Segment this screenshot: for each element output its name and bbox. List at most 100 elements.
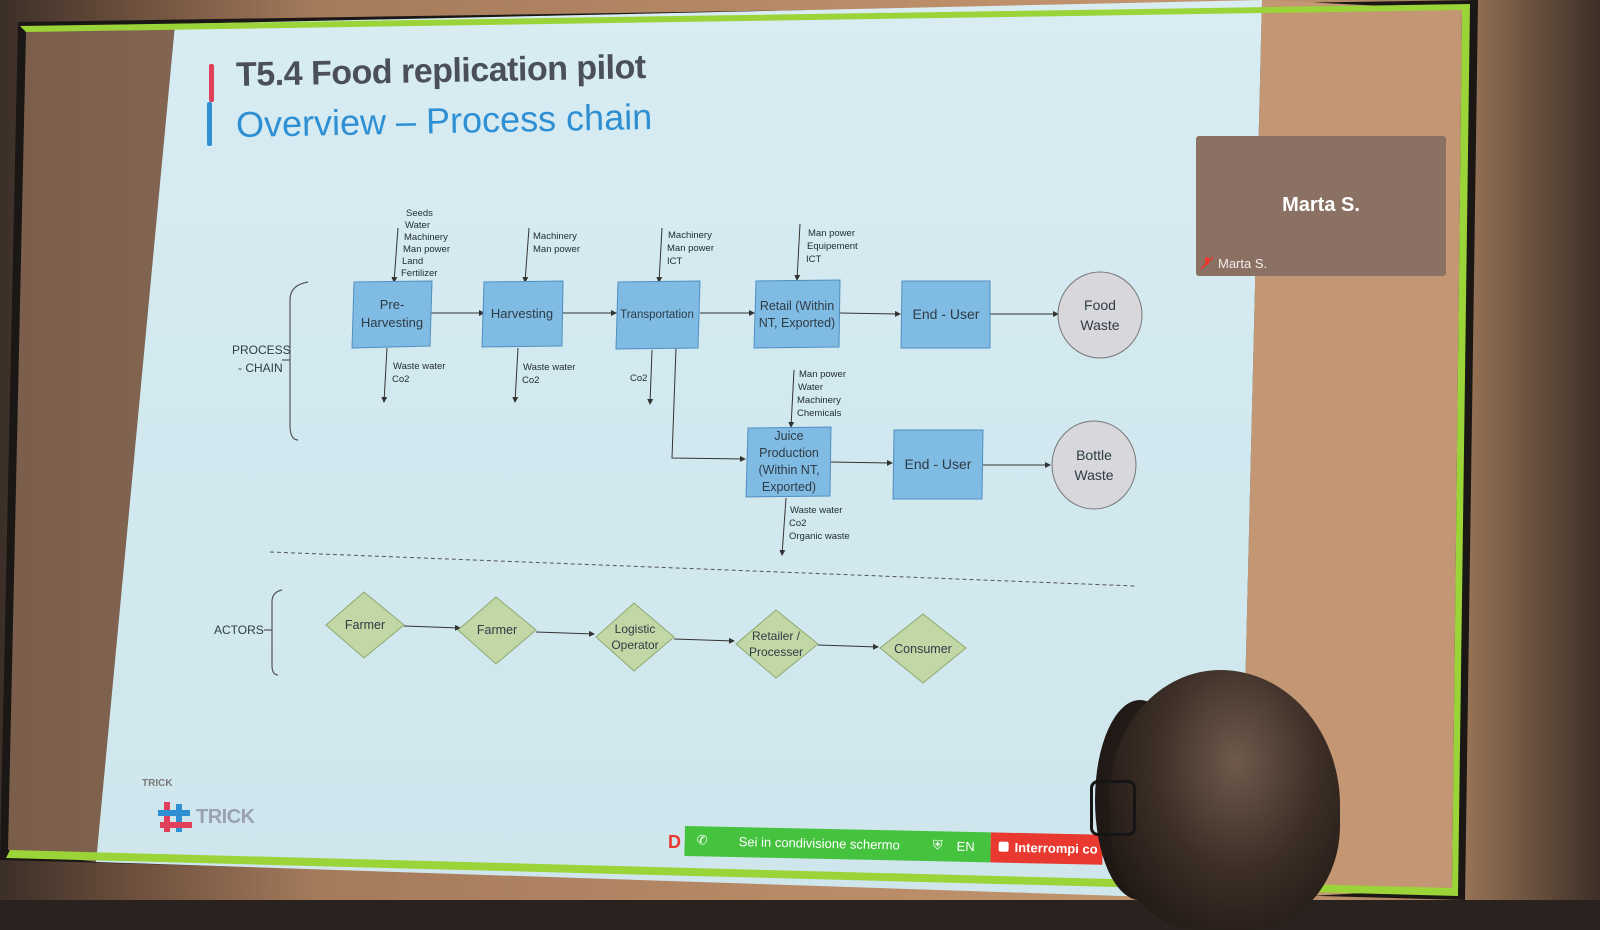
svg-text:Pre-: Pre- — [380, 297, 405, 312]
svg-text:Bottle: Bottle — [1076, 447, 1112, 463]
share-status-panel: ✆ Sei in condivisione schermo ⛨ EN — [684, 826, 991, 863]
inputs-harvesting: Machinery Man power — [533, 231, 580, 255]
actor-logistic-operator: Logistic Operator — [595, 602, 675, 672]
title-accent-red — [209, 64, 214, 102]
inputs-retail: Man power Equipement ICT — [806, 228, 858, 265]
process-chain-label-2: - CHAIN — [238, 361, 283, 375]
share-letter: D — [668, 832, 681, 852]
output-arrow-juice — [779, 497, 787, 556]
actor-arrow-3 — [673, 637, 735, 644]
input-arrow-pre-harvesting — [391, 227, 399, 283]
svg-text:Co2: Co2 — [522, 375, 539, 386]
svg-text:Production: Production — [759, 446, 819, 460]
svg-text:Processer: Processer — [749, 645, 803, 659]
outputs-transportation: Co2 — [630, 373, 647, 384]
outputs-harvesting: Waste water Co2 — [522, 362, 575, 386]
title-accent-blue — [207, 102, 212, 146]
box-end-user-2: End - User — [892, 429, 984, 500]
svg-text:Waste: Waste — [1080, 317, 1119, 333]
inputs-juice: Man power Water Machinery Chemicals — [797, 369, 846, 419]
process-chain-diagram: PROCESS - CHAIN ACTORS Pre- Harvesting H… — [214, 208, 1143, 684]
svg-text:Water: Water — [405, 220, 430, 231]
actor-retailer-processer: Retailer / Processer — [735, 609, 819, 679]
actor-arrow-2 — [535, 630, 595, 637]
input-arrow-retail — [794, 223, 801, 281]
svg-text:Retail (Within: Retail (Within — [760, 299, 834, 313]
svg-text:Waste water: Waste water — [393, 361, 445, 372]
participant-tile[interactable]: Marta S. Marta S. — [1196, 136, 1446, 276]
svg-text:Exported): Exported) — [762, 480, 816, 494]
participant-tag: Marta S. — [1218, 256, 1268, 271]
svg-text:Harvesting: Harvesting — [491, 306, 553, 321]
svg-text:Water: Water — [798, 382, 823, 393]
svg-text:Co2: Co2 — [630, 373, 647, 384]
outputs-pre-harvesting: Waste water Co2 — [392, 361, 445, 385]
stop-share-button[interactable]: Interrompi co — [990, 832, 1103, 865]
input-arrow-transportation — [656, 227, 663, 283]
process-chain-label-1: PROCESS — [232, 343, 291, 357]
actor-farmer-1: Farmer — [325, 591, 405, 659]
presenter-head — [1110, 670, 1340, 930]
svg-text:Equipement: Equipement — [807, 241, 858, 252]
actors-label: ACTORS — [214, 623, 264, 637]
svg-text:Machinery: Machinery — [797, 395, 841, 406]
outputs-juice: Waste water Co2 Organic waste — [789, 505, 850, 542]
box-juice-production: Juice Production (Within NT, Exported) — [745, 426, 832, 498]
svg-text:Juice: Juice — [774, 429, 803, 443]
box-transportation: Transportation — [615, 280, 701, 350]
svg-text:Man power: Man power — [799, 369, 846, 380]
svg-text:Man power: Man power — [533, 244, 580, 255]
actor-farmer-2: Farmer — [457, 596, 537, 665]
svg-text:ICT: ICT — [667, 256, 683, 267]
participant-name: Marta S. — [1282, 194, 1360, 216]
mic-muted-icon — [1200, 256, 1214, 270]
flow-arrow-branch — [671, 347, 746, 462]
actors-bracket — [271, 589, 283, 676]
stop-icon — [998, 841, 1009, 852]
svg-text:Organic waste: Organic waste — [789, 531, 850, 542]
circle-bottle-waste: Bottle Waste — [1051, 420, 1137, 510]
shield-icon[interactable]: ⛨ — [932, 837, 943, 853]
svg-text:NT, Exported): NT, Exported) — [759, 316, 835, 330]
svg-text:Farmer: Farmer — [345, 618, 385, 632]
actor-consumer: Consumer — [879, 613, 967, 684]
svg-text:Waste: Waste — [1074, 467, 1113, 483]
svg-text:(Within NT,: (Within NT, — [758, 463, 819, 477]
box-harvesting: Harvesting — [481, 280, 564, 348]
phone-icon: ✆ — [696, 832, 708, 848]
language-button[interactable]: EN — [956, 838, 975, 855]
inputs-transportation: Machinery Man power ICT — [667, 230, 714, 267]
presenter-glasses — [1090, 780, 1136, 836]
flow-arrow-4 — [839, 310, 901, 317]
svg-text:Fertilizer: Fertilizer — [401, 268, 437, 279]
svg-text:ICT: ICT — [806, 254, 822, 265]
svg-text:Man power: Man power — [808, 228, 855, 239]
svg-text:Chemicals: Chemicals — [797, 408, 842, 419]
svg-text:Man power: Man power — [403, 244, 450, 255]
box-retail: Retail (Within NT, Exported) — [753, 279, 841, 349]
svg-text:Waste water: Waste water — [790, 505, 842, 516]
box-end-user-1: End - User — [900, 280, 991, 349]
stop-share-label: Interrompi co — [1014, 839, 1098, 857]
svg-text:Machinery: Machinery — [533, 231, 577, 242]
svg-text:Machinery: Machinery — [404, 232, 448, 243]
inputs-pre-harvesting: Seeds Water Machinery Man power Land Fer… — [401, 208, 450, 279]
svg-text:Machinery: Machinery — [668, 230, 712, 241]
svg-text:Harvesting: Harvesting — [361, 315, 423, 330]
flow-arrow-6 — [829, 459, 893, 466]
svg-text:End - User: End - User — [913, 306, 980, 322]
output-arrow-transportation — [647, 349, 654, 405]
svg-text:Land: Land — [402, 256, 423, 267]
logo-small: TRICK — [142, 778, 173, 789]
svg-text:Retailer /: Retailer / — [752, 629, 801, 643]
svg-text:Waste water: Waste water — [523, 362, 575, 373]
svg-text:End - User: End - User — [905, 456, 972, 472]
actor-arrow-4 — [817, 643, 879, 650]
input-arrow-harvesting — [522, 227, 530, 283]
svg-text:Farmer: Farmer — [477, 623, 517, 637]
svg-text:Operator: Operator — [611, 638, 658, 652]
svg-text:Seeds: Seeds — [406, 208, 433, 219]
share-status-text: Sei in condivisione schermo — [738, 834, 900, 853]
output-arrow-harvesting — [512, 347, 519, 403]
separator-dashed — [269, 551, 1136, 587]
